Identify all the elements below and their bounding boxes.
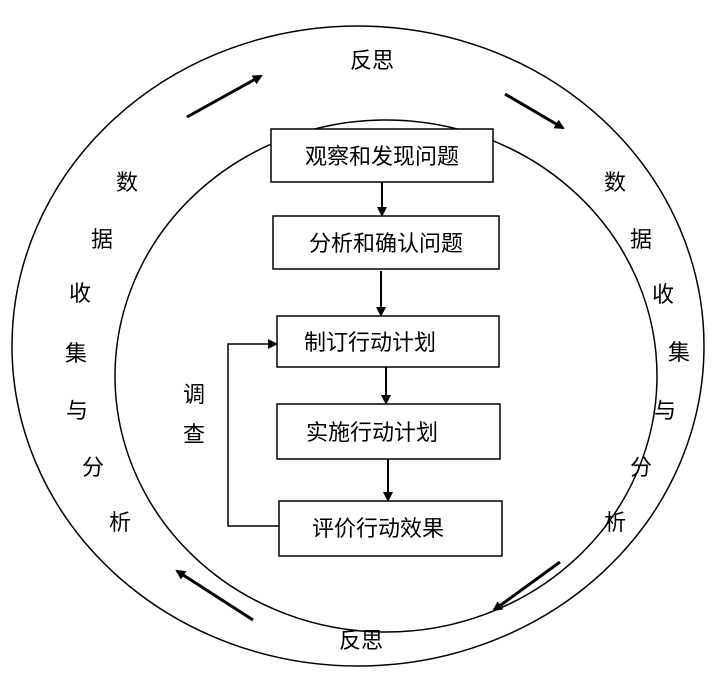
- loop-label-char: 调: [183, 383, 205, 408]
- right-label-char: 据: [630, 228, 652, 253]
- right-label-char: 分: [630, 456, 652, 481]
- cycle-arrow-top-left: [186, 74, 263, 119]
- step-box-analyze: 分析和确认问题: [272, 215, 500, 270]
- left-label-char: 收: [69, 282, 91, 307]
- bottom-reflection-label: 反思: [339, 629, 383, 654]
- step-box-plan: 制订行动计划: [276, 315, 500, 368]
- left-data-collection-label: 数 据 收 集 与 分 析: [65, 171, 138, 536]
- step-label: 制订行动计划: [304, 331, 436, 356]
- right-label-char: 与: [654, 399, 676, 424]
- investigation-feedback-loop: [227, 339, 279, 527]
- step-label: 评价行动效果: [312, 517, 444, 542]
- loop-label-char: 查: [183, 423, 205, 448]
- step-label: 观察和发现问题: [305, 145, 459, 170]
- left-label-char: 集: [65, 342, 87, 367]
- cycle-arrow-bottom-right: [492, 560, 561, 612]
- step-box-evaluate: 评价行动效果: [278, 500, 503, 557]
- step-label: 分析和确认问题: [309, 232, 463, 257]
- inner-circle: [114, 119, 658, 633]
- outer-circle: [11, 25, 705, 667]
- step-box-observe: 观察和发现问题: [270, 128, 494, 183]
- right-label-char: 集: [668, 341, 690, 366]
- top-reflection-label: 反思: [350, 49, 394, 74]
- left-label-char: 分: [82, 456, 104, 481]
- cycle-arrow-top-right: [504, 92, 565, 130]
- right-label-char: 析: [604, 511, 626, 536]
- left-label-char: 数: [116, 171, 138, 196]
- left-label-char: 析: [109, 511, 131, 536]
- left-label-char: 据: [91, 228, 113, 253]
- right-data-collection-label: 数 据 收 集 与 分 析: [604, 171, 690, 536]
- cycle-arrow-bottom-left: [175, 569, 254, 622]
- right-label-char: 数: [604, 171, 626, 196]
- left-label-char: 与: [66, 399, 88, 424]
- right-label-char: 收: [652, 283, 674, 308]
- step-box-implement: 实施行动计划: [276, 403, 501, 460]
- step-label: 实施行动计划: [306, 421, 438, 446]
